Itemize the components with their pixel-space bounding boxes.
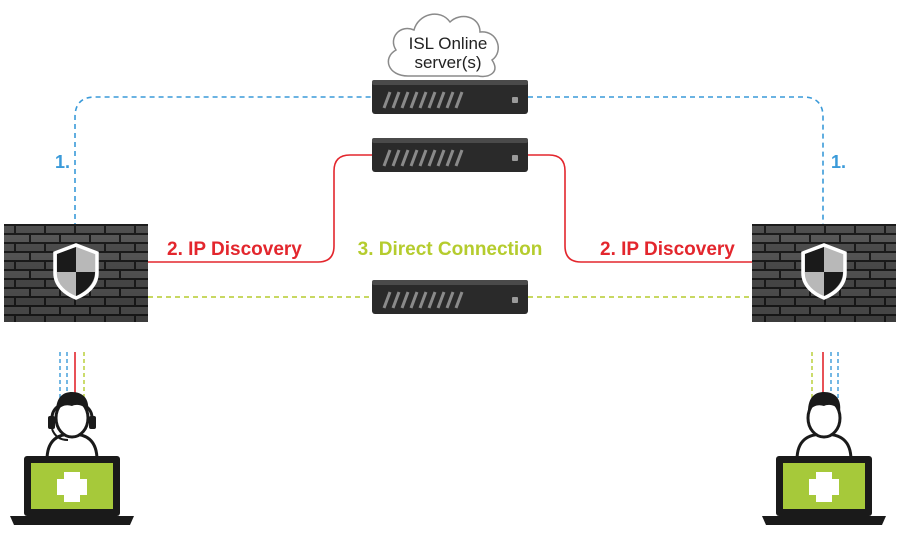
direct-connection-label: 3. Direct Connection [358,239,543,260]
left-user-headset-icon [45,392,99,462]
left-user-link-lines [59,352,85,398]
step1-label-left: 1. [55,152,70,172]
isl-online-server [370,78,530,116]
cloud-icon [387,13,499,78]
left-laptop-icon [10,456,134,525]
step1-line-right [528,96,824,228]
ip-discovery-server [370,136,530,174]
step1-label-right: 1. [831,152,846,172]
ip-discovery-label-left: 2. IP Discovery [167,239,302,260]
right-user-link-lines [811,352,839,398]
ip-discovery-label-right: 2. IP Discovery [600,239,735,260]
right-user-icon [795,392,853,462]
right-laptop-icon [762,456,886,525]
cloud-label-line2: server(s) [414,53,481,72]
left-shield-icon [53,243,99,300]
right-shield-icon [801,243,847,300]
cloud-label-line1: ISL Online [409,34,488,53]
direct-connection-server [370,278,530,316]
step1-line-left [74,96,372,228]
left-firewall [4,224,148,322]
ip-discovery-line-right [528,154,752,263]
right-firewall [752,224,896,322]
ip-discovery-line-left [148,154,372,263]
